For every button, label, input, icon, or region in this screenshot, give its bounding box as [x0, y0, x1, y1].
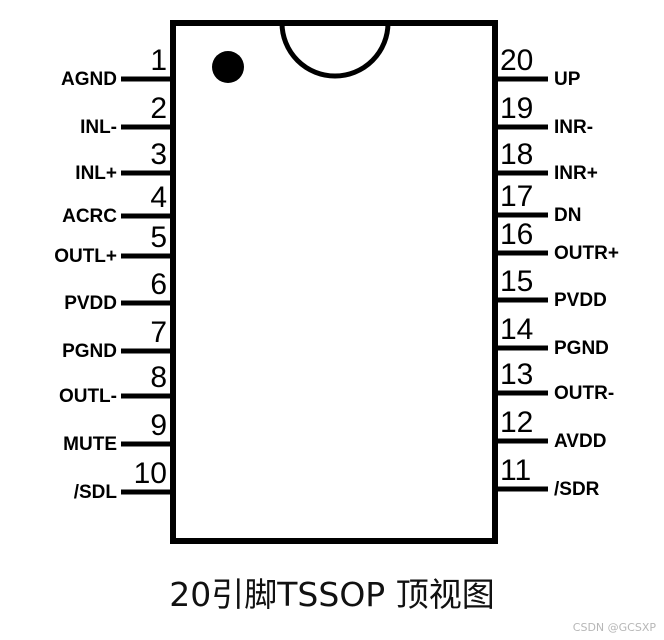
pin-number-14: 14 [500, 313, 534, 346]
pin-label-14: PGND [554, 338, 609, 359]
pin-label-15: PVDD [554, 290, 607, 311]
pin-number-19: 19 [500, 92, 534, 125]
pin-label-3: INL+ [75, 163, 117, 184]
pin-label-4: ACRC [62, 206, 117, 227]
pin-number-13: 13 [500, 358, 534, 391]
pin-label-12: AVDD [554, 431, 607, 452]
pin-number-8: 8 [150, 361, 167, 394]
pin-number-9: 9 [150, 409, 167, 442]
pin1-notch [279, 22, 391, 79]
pin1-dot-marker [212, 51, 244, 83]
pin-label-16: OUTR+ [554, 243, 619, 264]
pin-number-20: 20 [500, 44, 534, 77]
pin-label-8: OUTL- [58, 386, 117, 407]
package-caption: 20引脚TSSOP 顶视图 [169, 575, 495, 614]
pin-number-16: 16 [500, 218, 534, 251]
pin-number-11: 11 [500, 454, 532, 487]
pin-number-6: 6 [150, 268, 167, 301]
pin-number-12: 12 [500, 406, 534, 439]
chip-body [170, 20, 498, 544]
pin-lines [121, 76, 548, 495]
pin-number-17: 17 [500, 180, 534, 213]
pin-label-7: PGND [62, 341, 117, 362]
pin-label-5: OUTL+ [54, 246, 117, 267]
pin-label-19: INR- [554, 117, 594, 138]
pin-label-10: /SDL [73, 482, 117, 503]
pin-number-10: 10 [133, 457, 167, 490]
pin-number-4: 4 [150, 181, 167, 214]
pin-label-13: OUTR- [554, 383, 615, 404]
pin-label-20: UP [554, 69, 581, 90]
pin-label-2: INL- [80, 117, 117, 138]
watermark: CSDN @GCSXP [572, 621, 656, 634]
pin-number-2: 2 [150, 92, 167, 125]
pin-number-18: 18 [500, 138, 534, 171]
pin-label-1: AGND [61, 69, 117, 90]
pin-number-7: 7 [150, 316, 167, 349]
pin-number-1: 1 [150, 44, 167, 77]
pin-number-5: 5 [150, 221, 167, 254]
pin-number-3: 3 [150, 138, 167, 171]
pin-number-15: 15 [500, 265, 534, 298]
pin-label-9: MUTE [63, 434, 117, 455]
pin-label-6: PVDD [64, 293, 117, 314]
pin-label-18: INR+ [554, 163, 598, 184]
pin-label-11: /SDR [554, 479, 600, 500]
pin-label-17: DN [554, 205, 582, 226]
